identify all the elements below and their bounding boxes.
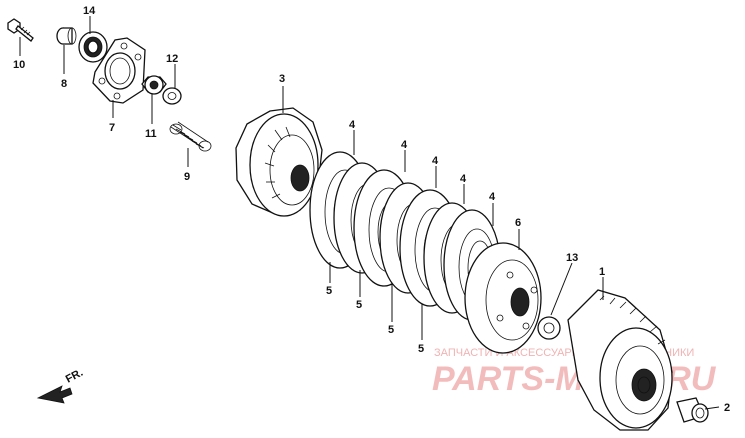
washer-part — [162, 87, 182, 105]
callout-5d: 5 — [418, 343, 424, 355]
callout-10: 10 — [13, 59, 25, 71]
guide-sleeve-part — [676, 397, 709, 423]
callout-4a: 4 — [349, 119, 356, 131]
bolt-part — [7, 18, 34, 42]
callout-1: 1 — [599, 266, 605, 278]
callout-7: 7 — [109, 122, 115, 134]
leader-lines — [19, 16, 720, 410]
callout-6: 6 — [515, 217, 521, 229]
pressure-plate-part — [235, 107, 323, 217]
front-direction-arrow: FR. — [36, 367, 85, 404]
thrust-washer-part — [537, 316, 561, 340]
clutch-outer-part — [567, 289, 673, 431]
callout-5b: 5 — [356, 299, 362, 311]
callout-4c: 4 — [432, 155, 439, 167]
lock-nut-part — [141, 75, 167, 95]
callout-5a: 5 — [326, 285, 332, 297]
callout-4b: 4 — [401, 139, 408, 151]
watermark-brand: PARTS-MOTO.RU — [432, 360, 717, 398]
callout-5c: 5 — [388, 324, 394, 336]
lifter-plate-part — [92, 37, 146, 104]
callout-12: 12 — [166, 53, 178, 65]
clutch-center-part — [464, 242, 542, 354]
collar-part — [56, 27, 77, 45]
callout-14: 14 — [83, 5, 96, 17]
callout-8: 8 — [61, 78, 67, 90]
clutch-spring-part — [169, 121, 212, 152]
callout-3: 3 — [279, 73, 285, 85]
callout-labels: 14 10 8 7 12 11 9 3 4 4 4 4 4 6 13 1 2 5… — [13, 5, 730, 414]
bearing-part — [78, 31, 108, 63]
callout-4e: 4 — [489, 191, 496, 203]
callout-9: 9 — [184, 171, 190, 183]
callout-4d: 4 — [460, 173, 467, 185]
front-direction-label: FR. — [64, 367, 85, 386]
callout-11: 11 — [145, 128, 157, 140]
callout-2: 2 — [724, 402, 730, 414]
callout-13: 13 — [566, 252, 578, 264]
